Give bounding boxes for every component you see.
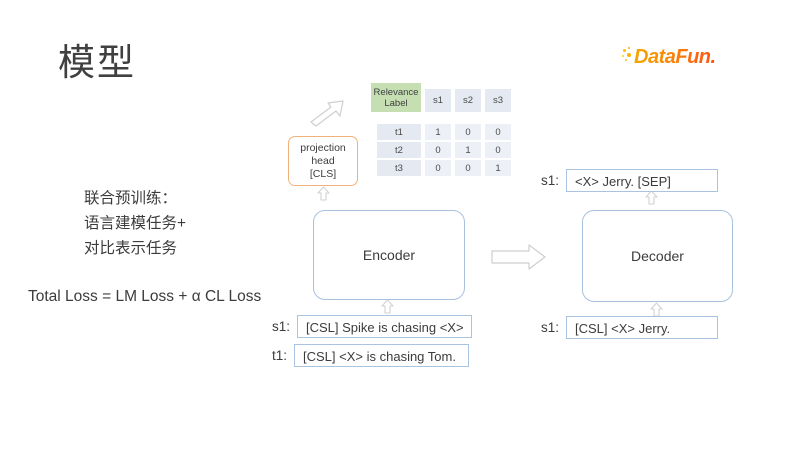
up-arrow-icon [381,299,394,314]
curved-up-right-arrow-icon [309,98,351,128]
projection-head-box: projection head [CLS] [288,136,358,186]
matrix-cell: 0 [425,160,451,176]
joint-pretrain-note: 联合预训练： 语言建模任务+ 对比表示任务 [84,190,187,257]
matrix-cell: 1 [455,142,481,158]
decoder-input-s1-field[interactable]: [CSL] <X> Jerry. [566,316,719,339]
decoder-output-s1-field[interactable]: <X> Jerry. [SEP] [566,169,719,192]
matrix-cell: 1 [425,124,451,140]
matrix-cell: 0 [455,124,481,140]
encoder-input-s1-label: s1: [272,319,291,334]
matrix-cell: 0 [485,142,511,158]
total-loss-formula: Total Loss = LM Loss + α CL Loss [28,288,262,305]
encoder-box: Encoder [313,210,465,300]
matrix-header-relevance-label: Relevance Label [371,83,421,112]
page-title: 模型 [58,42,136,83]
up-arrow-icon [650,302,663,317]
decoder-output-s1-label: s1: [541,173,560,188]
encoder-input-t1-row: t1: [CSL] <X> is chasing Tom. [272,344,470,367]
matrix-col-header-s2: s2 [455,89,481,112]
logo-text: DataFun. [634,46,716,68]
up-arrow-icon [645,190,658,205]
decoder-input-s1-label: s1: [541,320,560,335]
matrix-cell: 1 [485,160,511,176]
matrix-col-header-s1: s1 [425,89,451,112]
relevance-label-matrix: Relevance Label s1 s2 s3 t1 1 0 0 t2 0 1… [371,83,511,178]
encoder-input-s1-row: s1: [CSL] Spike is chasing <X> [272,315,473,338]
matrix-cell: 0 [425,142,451,158]
decoder-box: Decoder [582,210,733,302]
matrix-cell: 0 [455,160,481,176]
matrix-col-header-s3: s3 [485,89,511,112]
decoder-input-s1-row: s1: [CSL] <X> Jerry. [541,316,719,339]
right-arrow-icon [491,243,547,271]
matrix-row-header-t1: t1 [377,124,421,140]
encoder-input-s1-field[interactable]: [CSL] Spike is chasing <X> [297,315,473,338]
datafun-logo: DataFun. [622,44,732,70]
matrix-cell: 0 [485,124,511,140]
matrix-row-header-t3: t3 [377,160,421,176]
datafun-dots-icon [622,47,636,63]
decoder-output-s1-row: s1: <X> Jerry. [SEP] [541,169,719,192]
up-arrow-icon [317,186,330,201]
encoder-input-t1-label: t1: [272,348,288,363]
matrix-row-header-t2: t2 [377,142,421,158]
encoder-input-t1-field[interactable]: [CSL] <X> is chasing Tom. [294,344,470,367]
